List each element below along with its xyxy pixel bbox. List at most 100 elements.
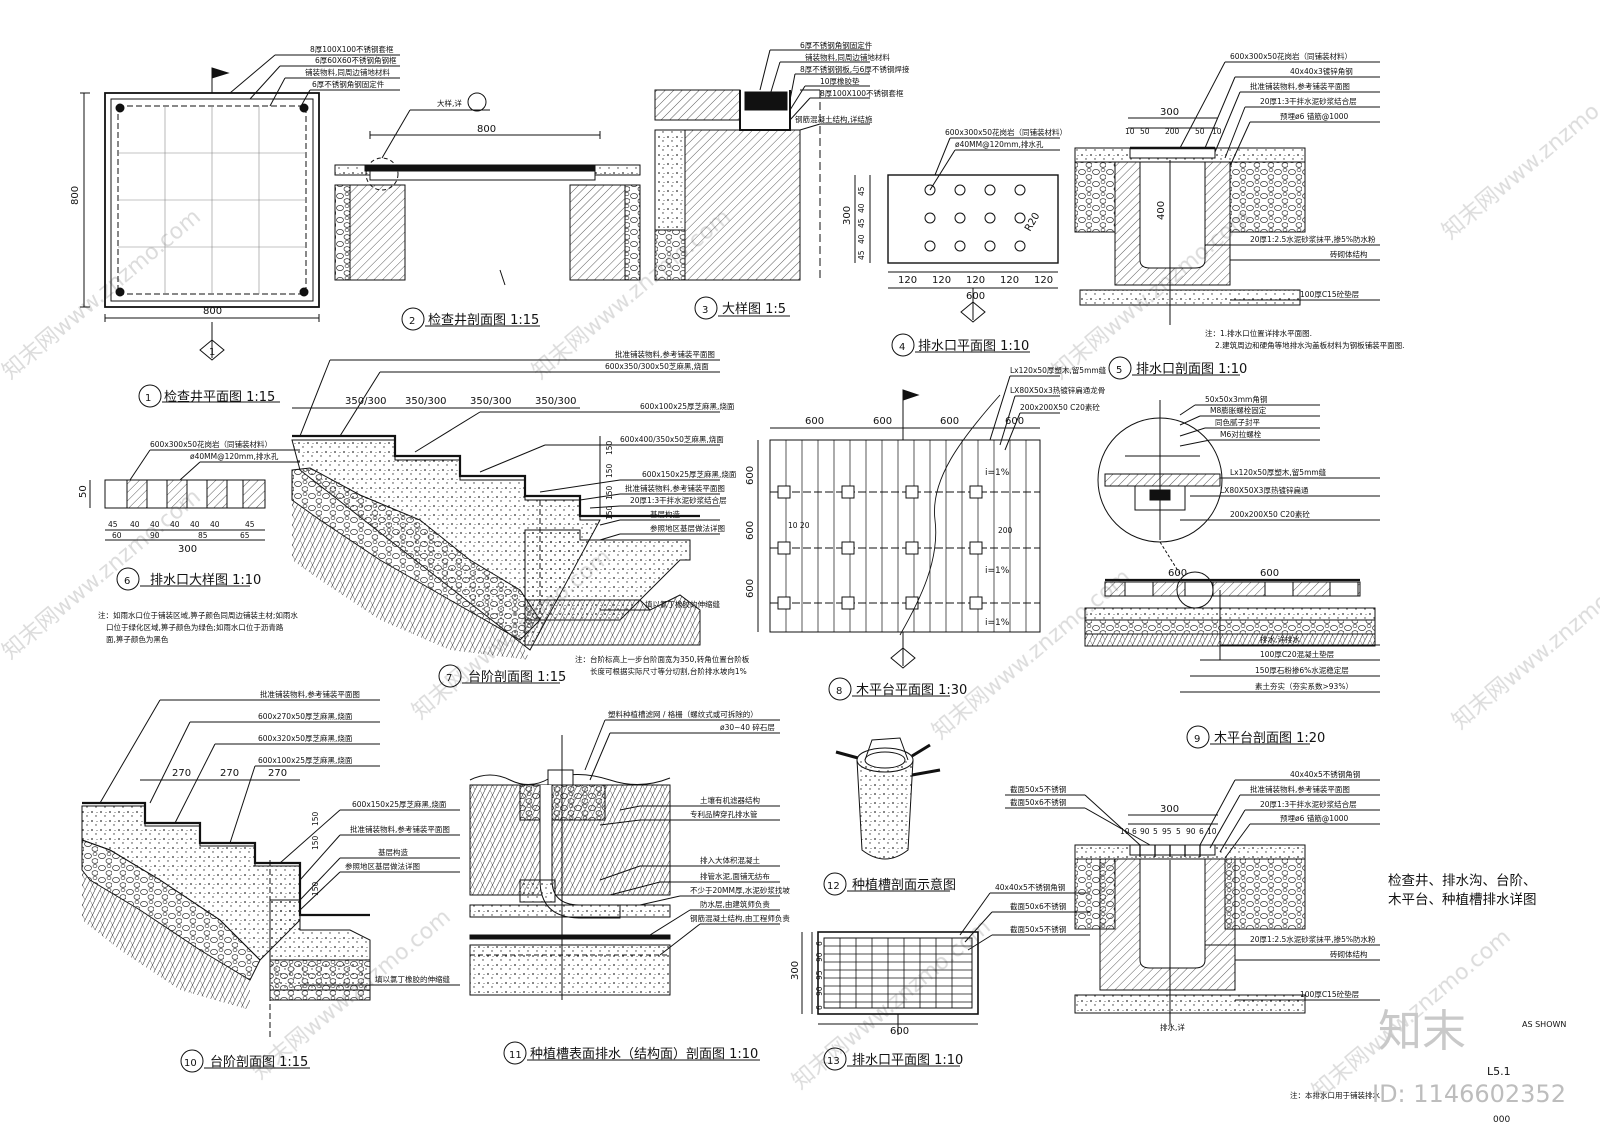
detail-6-dim: 40 xyxy=(210,520,220,529)
detail-7-note: 600x400/350x50芝麻黑,烧面 xyxy=(620,434,724,444)
detail-11-note: 防水层,由建筑师负责 xyxy=(700,899,770,909)
detail-4-note: 600x300x50花岗岩（同铺装材料） xyxy=(945,127,1067,137)
detail-9-number: 9 xyxy=(1194,734,1200,745)
detail-1-note: 8厚100X100不锈钢套框 xyxy=(310,44,394,54)
detail-7-note: 填以氯丁橡胶的伸缩缝 xyxy=(645,599,720,609)
detail-7-footnote: 注：台阶标高上一步台阶面宽为350,转角位置台阶板 xyxy=(575,654,750,664)
detail-5-note: 批准铺装物料,参考铺装平面图 xyxy=(1250,81,1350,91)
detail-9-dim: 600 xyxy=(1168,568,1187,579)
drain-holes xyxy=(924,184,1026,252)
detail-6-dim: 40 xyxy=(190,520,200,529)
sheet-title-line-1: 检查井、排水沟、台阶、 xyxy=(1388,873,1537,889)
detail-7-note: 600x150x25厚芝麻黑,烧面 xyxy=(642,469,737,479)
detail-5b-dim: 90 xyxy=(1140,827,1150,836)
detail-10-note: 600x100x25厚芝麻黑,烧面 xyxy=(258,755,353,765)
detail-13-vdim: 90 xyxy=(815,952,824,962)
detail-7-tread: 350/300 xyxy=(405,396,447,407)
detail-5-note: 砖砌体结构 xyxy=(1330,249,1368,259)
detail-5-dim: 50 xyxy=(1195,127,1205,136)
detail-5-dim-top: 300 xyxy=(1160,107,1179,118)
detail-5b-dim-top: 300 xyxy=(1160,804,1179,815)
detail-9-note: 50x50x3mm角钢 xyxy=(1205,394,1267,404)
detail-8-number: 8 xyxy=(836,686,842,697)
detail-9-note: 100厚C20混凝土垫层 xyxy=(1260,649,1335,659)
detail-7-riser: 150 xyxy=(605,463,614,478)
detail-7-title: 台阶剖面图 1:15 xyxy=(468,670,566,685)
detail-8-deck-plan xyxy=(757,375,1060,701)
detail-10-note: 600x320x50厚芝麻黑,烧面 xyxy=(258,733,353,743)
detail-10-note: 批准铺装物料,参考铺装平面图 xyxy=(260,689,360,699)
detail-10-note: 基层构造 xyxy=(378,847,408,857)
detail-11-title: 种植槽表面排水（结构面）剖面图 1:10 xyxy=(530,1047,758,1062)
detail-2-manhole-section xyxy=(334,92,641,331)
detail-6-dim2: 65 xyxy=(240,531,250,540)
detail-5-note: 20厚1:2.5水泥砂浆抹平,掺5%防水粉 xyxy=(1250,234,1376,244)
detail-8-note: LX80X50x3热镀锌扁通龙骨 xyxy=(1010,385,1105,395)
detail-7-note: 批准铺装物料,参考铺装平面图 xyxy=(615,349,715,359)
detail-5b-dim: 5 xyxy=(1176,827,1181,836)
detail-4-radius: R20 xyxy=(1023,211,1042,234)
sheet-title-line-2: 木平台、种植槽排水详图 xyxy=(1388,892,1537,908)
detail-6-footnote: 注：如雨水口位于铺装区域,箅子颜色同周边铺装主材;如雨水 xyxy=(98,610,298,620)
detail-5b-note: 40x40x5不锈钢角钢 xyxy=(1290,769,1360,779)
detail-13-grate-plan xyxy=(801,892,1090,1071)
detail-1-note: 6厚不锈钢角钢固定件 xyxy=(312,79,385,89)
detail-1-note: 铺装物料,同周边铺地材料 xyxy=(305,67,390,77)
detail-7-tread: 350/300 xyxy=(470,396,512,407)
detail-11-note: 排管水泥,面铺无纺布 xyxy=(700,871,770,881)
detail-5b-note: 预埋ø6 锚筋@1000 xyxy=(1280,813,1349,823)
detail-7-note: 600x350/300x50芝麻黑,烧面 xyxy=(605,361,709,371)
detail-9-note: LX80X50X3厚热镀锌扁通 xyxy=(1220,485,1309,495)
detail-8-vdim: 600 xyxy=(745,521,756,540)
detail-10-note: 600x270x50厚芝麻黑,烧面 xyxy=(258,711,353,721)
detail-11-note: 不少于20MM厚,水泥砂浆找坡 xyxy=(690,885,790,895)
detail-5-dim-h: 400 xyxy=(1156,201,1167,220)
detail-12-planter-perspective xyxy=(823,737,950,896)
detail-9-note: 150厚石粉掺6%水泥稳定层 xyxy=(1255,665,1349,675)
detail-2-ref: 大样,详 xyxy=(437,98,462,108)
detail-1-ref: 1 xyxy=(209,347,215,358)
detail-1-dim-v: 800 xyxy=(70,186,81,205)
detail-3-enlarged-section xyxy=(654,49,870,320)
detail-5b-note: 截面50x5不锈钢 xyxy=(1010,784,1066,794)
detail-10-riser: 150 xyxy=(311,881,320,896)
detail-4-vdim: 45 xyxy=(857,218,866,228)
detail-13-vdim: 6 xyxy=(815,1005,824,1010)
detail-11-number: 11 xyxy=(509,1050,522,1061)
detail-9-note: 排水,详排水 xyxy=(1260,634,1300,644)
detail-5b-note: 20厚1:2.5水泥砂浆抹平,掺5%防水粉 xyxy=(1250,934,1376,944)
detail-10-note: 填以氯丁橡胶的伸缩缝 xyxy=(375,974,450,984)
detail-8-dim-small: 10 20 xyxy=(788,521,810,530)
detail-11-note: 塑料种植槽滤网 / 格栅（螺纹式或可拆除的） xyxy=(608,709,758,719)
detail-6-dim2: 90 xyxy=(150,531,160,540)
detail-9-note: 200x200X50 C20素砼 xyxy=(1230,509,1310,519)
detail-1-dim-h: 800 xyxy=(203,306,222,317)
detail-11-note: 排入大体积混凝土 xyxy=(700,855,760,865)
detail-6-dim: 45 xyxy=(245,520,255,529)
detail-8-dim-200: 200 xyxy=(998,526,1013,535)
detail-9-note: M6对拉螺栓 xyxy=(1220,429,1262,439)
detail-12-number: 12 xyxy=(827,881,840,892)
detail-11-note: 钢筋混凝土结构,由工程师负责 xyxy=(690,913,790,923)
detail-10-riser: 150 xyxy=(311,835,320,850)
detail-9-deck-section xyxy=(1084,400,1380,749)
detail-5b-note: 截面50x6不锈钢 xyxy=(1010,797,1066,807)
detail-10-tread: 270 xyxy=(172,768,191,779)
sheet-sub-number: 000 xyxy=(1493,1115,1510,1125)
detail-5b-note: 20厚1:3干拌水泥砂浆结合层 xyxy=(1260,799,1357,809)
detail-10-tread: 270 xyxy=(268,768,287,779)
detail-1-title: 检查井平面图 1:15 xyxy=(164,390,275,405)
id-text: ID: 1146602352 xyxy=(1372,1080,1566,1108)
detail-1-note: 6厚60X60不锈钢角钢框 xyxy=(315,55,397,65)
detail-5b-note: 砖砌体结构 xyxy=(1330,949,1368,959)
detail-7-note: 参照地区基层做法详图 xyxy=(650,523,725,533)
detail-5-footnote: 2.建筑周边和硬角等地排水沟盖板材料为钢板铺装平面图. xyxy=(1215,340,1405,350)
detail-4-dim: 120 xyxy=(932,275,951,286)
detail-7-steps-section xyxy=(291,359,720,688)
detail-6-note: 600x300x50花岗岩（同铺装材料） xyxy=(150,439,272,449)
detail-5-note: 40x40x3镀锌角钢 xyxy=(1290,66,1353,76)
detail-10-tread: 270 xyxy=(220,768,239,779)
detail-5b-note: 排水,详 xyxy=(1160,1022,1185,1032)
detail-5-note: 预埋ø6 锚筋@1000 xyxy=(1280,111,1349,121)
detail-8-dim: 600 xyxy=(1005,416,1024,427)
